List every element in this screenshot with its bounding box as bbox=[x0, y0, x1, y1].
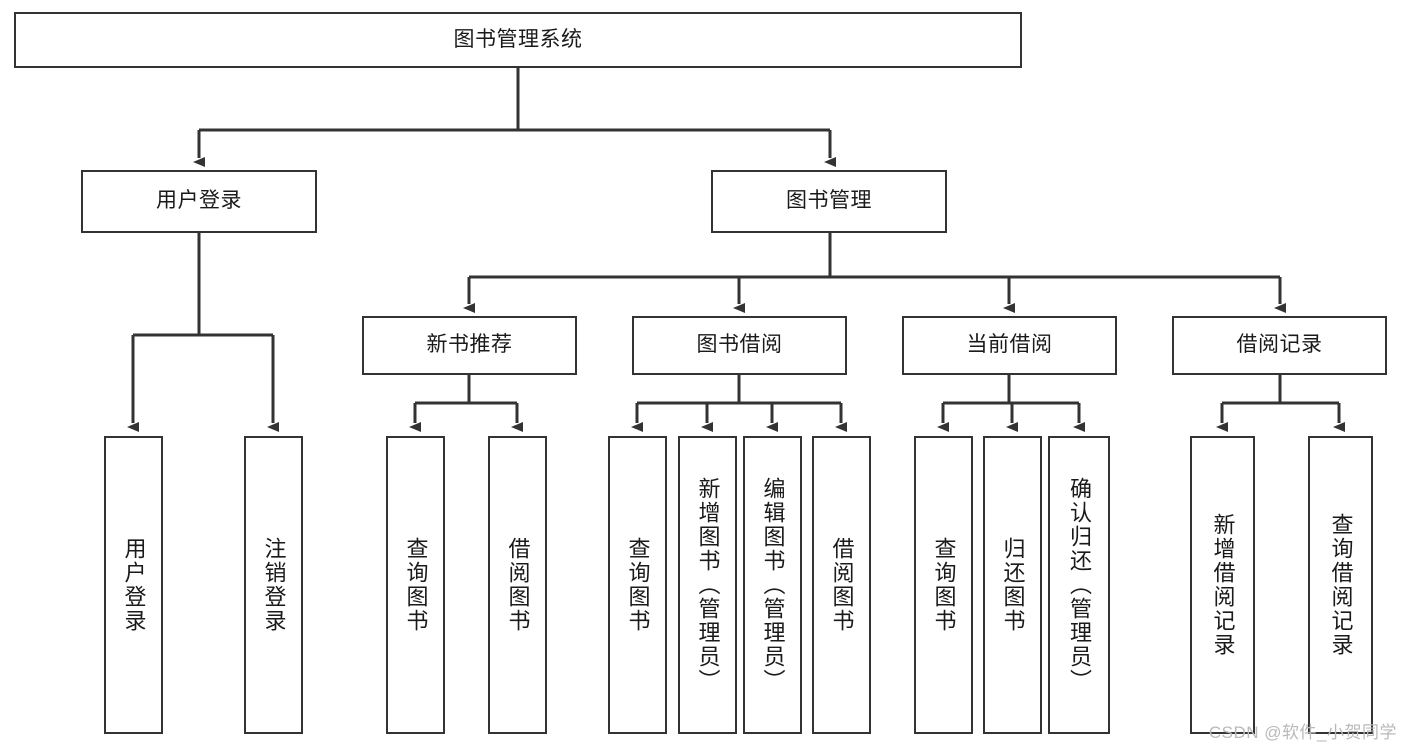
leaf-borrow-edit-book[interactable]: 编辑图书（管理员） bbox=[743, 436, 802, 734]
node-label: 借阅记录 bbox=[1236, 333, 1323, 357]
watermark-text: CSDN @软件_小贺同学 bbox=[1208, 723, 1397, 742]
node-label: 用户登录 bbox=[121, 537, 147, 633]
leaf-current-query-book[interactable]: 查询图书 bbox=[914, 436, 973, 734]
node-label: 编辑图书（管理员） bbox=[760, 477, 786, 693]
leaf-record-add[interactable]: 新增借阅记录 bbox=[1190, 436, 1255, 734]
node-current-borrow[interactable]: 当前借阅 bbox=[902, 316, 1117, 375]
leaf-borrow-add-book[interactable]: 新增图书（管理员） bbox=[678, 436, 737, 734]
leaf-record-query[interactable]: 查询借阅记录 bbox=[1308, 436, 1373, 734]
node-label: 图书借阅 bbox=[696, 333, 783, 357]
node-borrow-record[interactable]: 借阅记录 bbox=[1172, 316, 1387, 375]
node-root-system[interactable]: 图书管理系统 bbox=[14, 12, 1022, 68]
leaf-new-book-query[interactable]: 查询图书 bbox=[386, 436, 445, 734]
node-label: 用户登录 bbox=[156, 189, 242, 213]
node-label: 图书管理 bbox=[786, 189, 872, 213]
leaf-new-book-borrow[interactable]: 借阅图书 bbox=[488, 436, 547, 734]
node-label: 确认归还（管理员） bbox=[1067, 477, 1092, 693]
node-label: 借阅图书 bbox=[505, 537, 531, 633]
leaf-current-confirm-return[interactable]: 确认归还（管理员） bbox=[1048, 436, 1110, 734]
node-label: 查询借阅记录 bbox=[1328, 513, 1354, 657]
node-book-management[interactable]: 图书管理 bbox=[711, 170, 947, 233]
node-label: 图书管理系统 bbox=[453, 27, 583, 51]
node-book-borrow[interactable]: 图书借阅 bbox=[632, 316, 847, 375]
leaf-user-login-logout[interactable]: 注销登录 bbox=[244, 436, 303, 734]
node-label: 新增图书（管理员） bbox=[695, 477, 721, 693]
leaf-user-login-login[interactable]: 用户登录 bbox=[104, 436, 163, 734]
node-label: 查询图书 bbox=[403, 537, 429, 633]
node-new-book-recommend[interactable]: 新书推荐 bbox=[362, 316, 577, 375]
node-label: 查询图书 bbox=[625, 537, 651, 633]
node-label: 归还图书 bbox=[1000, 537, 1026, 633]
node-user-login[interactable]: 用户登录 bbox=[81, 170, 317, 233]
leaf-current-return-book[interactable]: 归还图书 bbox=[983, 436, 1042, 734]
node-label: 当前借阅 bbox=[966, 333, 1053, 357]
node-label: 注销登录 bbox=[261, 537, 287, 633]
node-label: 新增借阅记录 bbox=[1210, 513, 1236, 657]
node-label: 借阅图书 bbox=[829, 537, 855, 633]
node-label: 查询图书 bbox=[931, 537, 957, 633]
leaf-borrow-borrow-book[interactable]: 借阅图书 bbox=[812, 436, 871, 734]
leaf-borrow-query-book[interactable]: 查询图书 bbox=[608, 436, 667, 734]
node-label: 新书推荐 bbox=[426, 333, 513, 357]
